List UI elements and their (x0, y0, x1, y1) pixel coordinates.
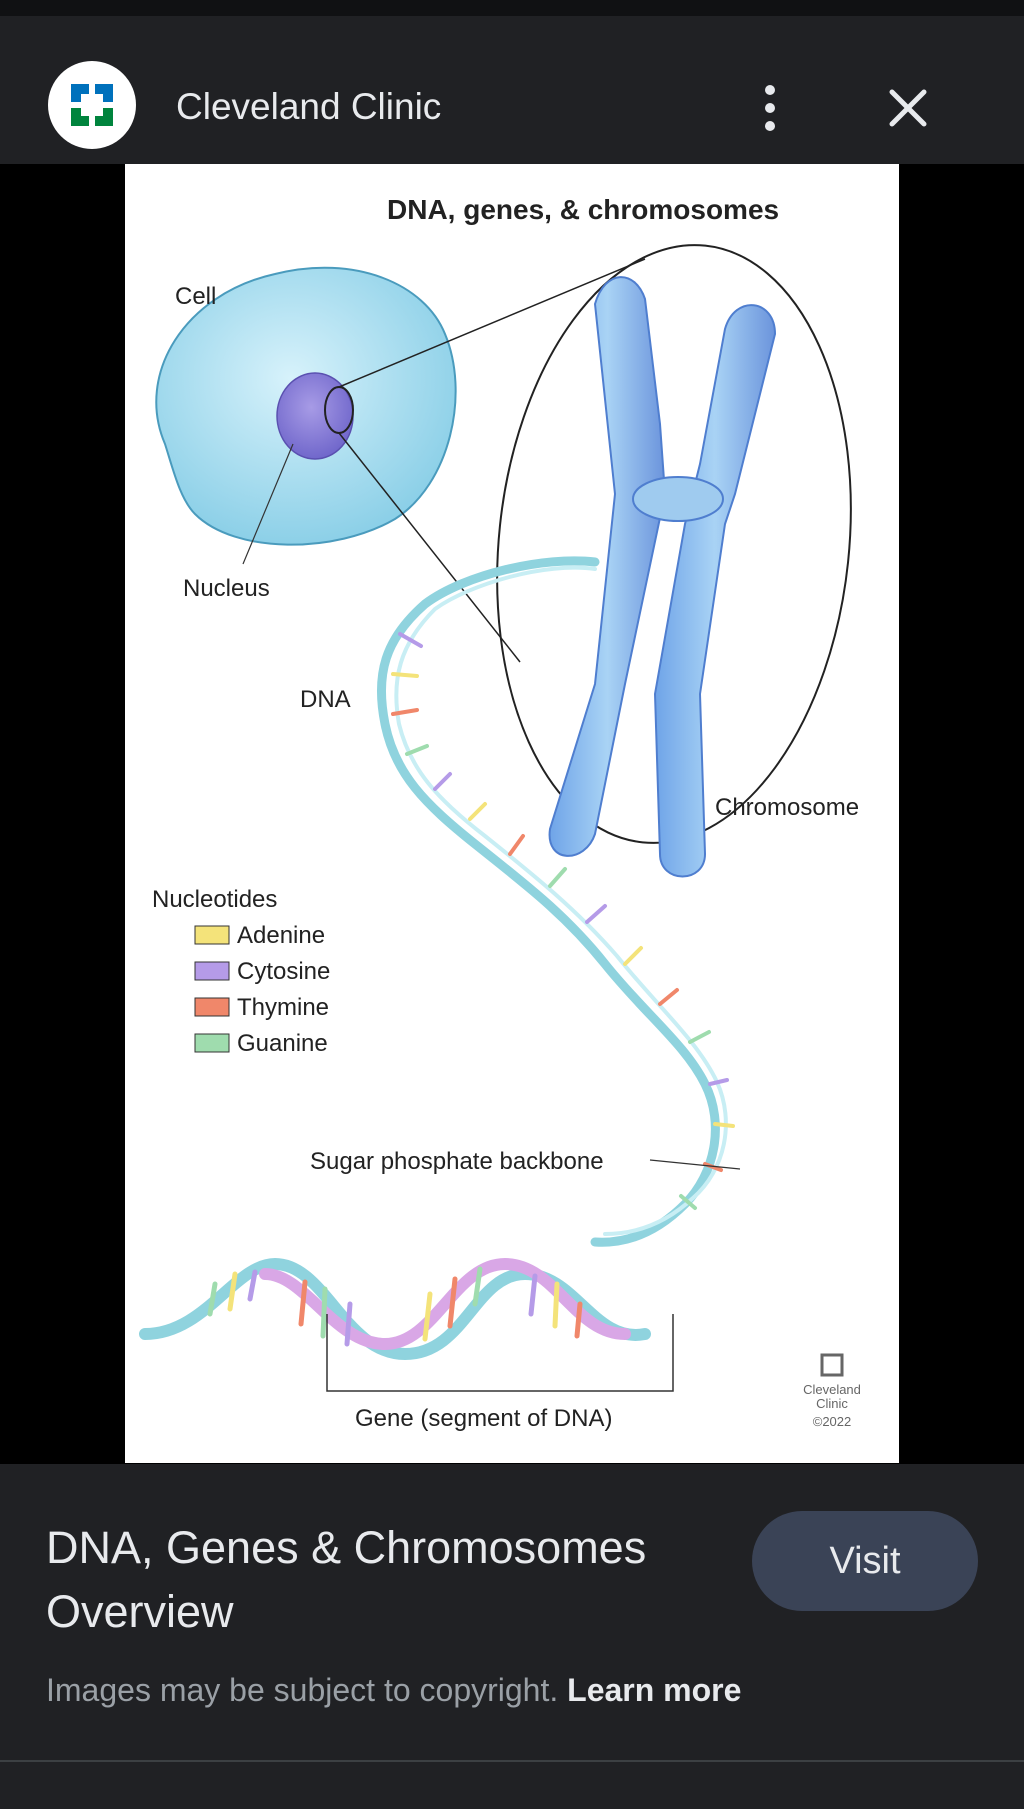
image-viewer: DNA, genes, & chromosomes Cell Nucleus C… (0, 164, 1024, 1555)
dna-helix (139, 556, 735, 1361)
chromosome-zoom-oval (496, 244, 852, 844)
legend-guanine: Guanine (237, 1030, 328, 1057)
label-cell: Cell (175, 283, 216, 310)
source-name[interactable]: Cleveland Clinic (176, 86, 442, 127)
diagram-title: DNA, genes, & chromosomes (387, 194, 779, 225)
learn-more-link[interactable]: Learn more (567, 1672, 742, 1708)
label-backbone: Sugar phosphate backbone (310, 1148, 604, 1175)
legend-adenine: Adenine (237, 922, 325, 949)
svg-text:©2022: ©2022 (813, 1414, 852, 1429)
close-icon[interactable] (876, 76, 940, 140)
page-title[interactable]: DNA, Genes & Chromosomes Overview (46, 1522, 647, 1637)
image-viewer-header: Cleveland Clinic (0, 16, 1024, 164)
legend-thymine: Thymine (237, 994, 329, 1021)
label-dna: DNA (300, 686, 351, 713)
divider (0, 1760, 1024, 1762)
visit-button[interactable]: Visit (752, 1511, 978, 1611)
label-nucleotides: Nucleotides (152, 886, 277, 913)
svg-text:Cleveland: Cleveland (803, 1382, 861, 1397)
chromosome-illustration (548, 276, 777, 878)
cleveland-clinic-logo-icon (71, 84, 113, 126)
copyright-text: Images may be subject to copyright. (46, 1672, 559, 1708)
more-vert-icon (765, 85, 775, 95)
label-nucleus: Nucleus (183, 575, 270, 602)
copyright-notice: Images may be subject to copyright. Lear… (46, 1672, 741, 1709)
more-options-button[interactable] (746, 76, 794, 140)
label-chromosome: Chromosome (715, 794, 859, 821)
dna-diagram-image[interactable]: DNA, genes, & chromosomes Cell Nucleus C… (125, 164, 899, 1463)
cleveland-clinic-watermark: Cleveland Clinic ©2022 (803, 1353, 861, 1429)
source-logo[interactable] (48, 61, 136, 149)
status-bar (0, 0, 1024, 16)
gene-bracket (326, 1314, 674, 1392)
svg-text:Clinic: Clinic (816, 1396, 848, 1411)
result-details: DNA, Genes & Chromosomes Overview Visit … (0, 1464, 1024, 1809)
label-gene: Gene (segment of DNA) (355, 1405, 612, 1432)
nucleotide-legend: Adenine Cytosine Thymine Guanine (194, 922, 330, 1057)
legend-cytosine: Cytosine (237, 958, 330, 985)
